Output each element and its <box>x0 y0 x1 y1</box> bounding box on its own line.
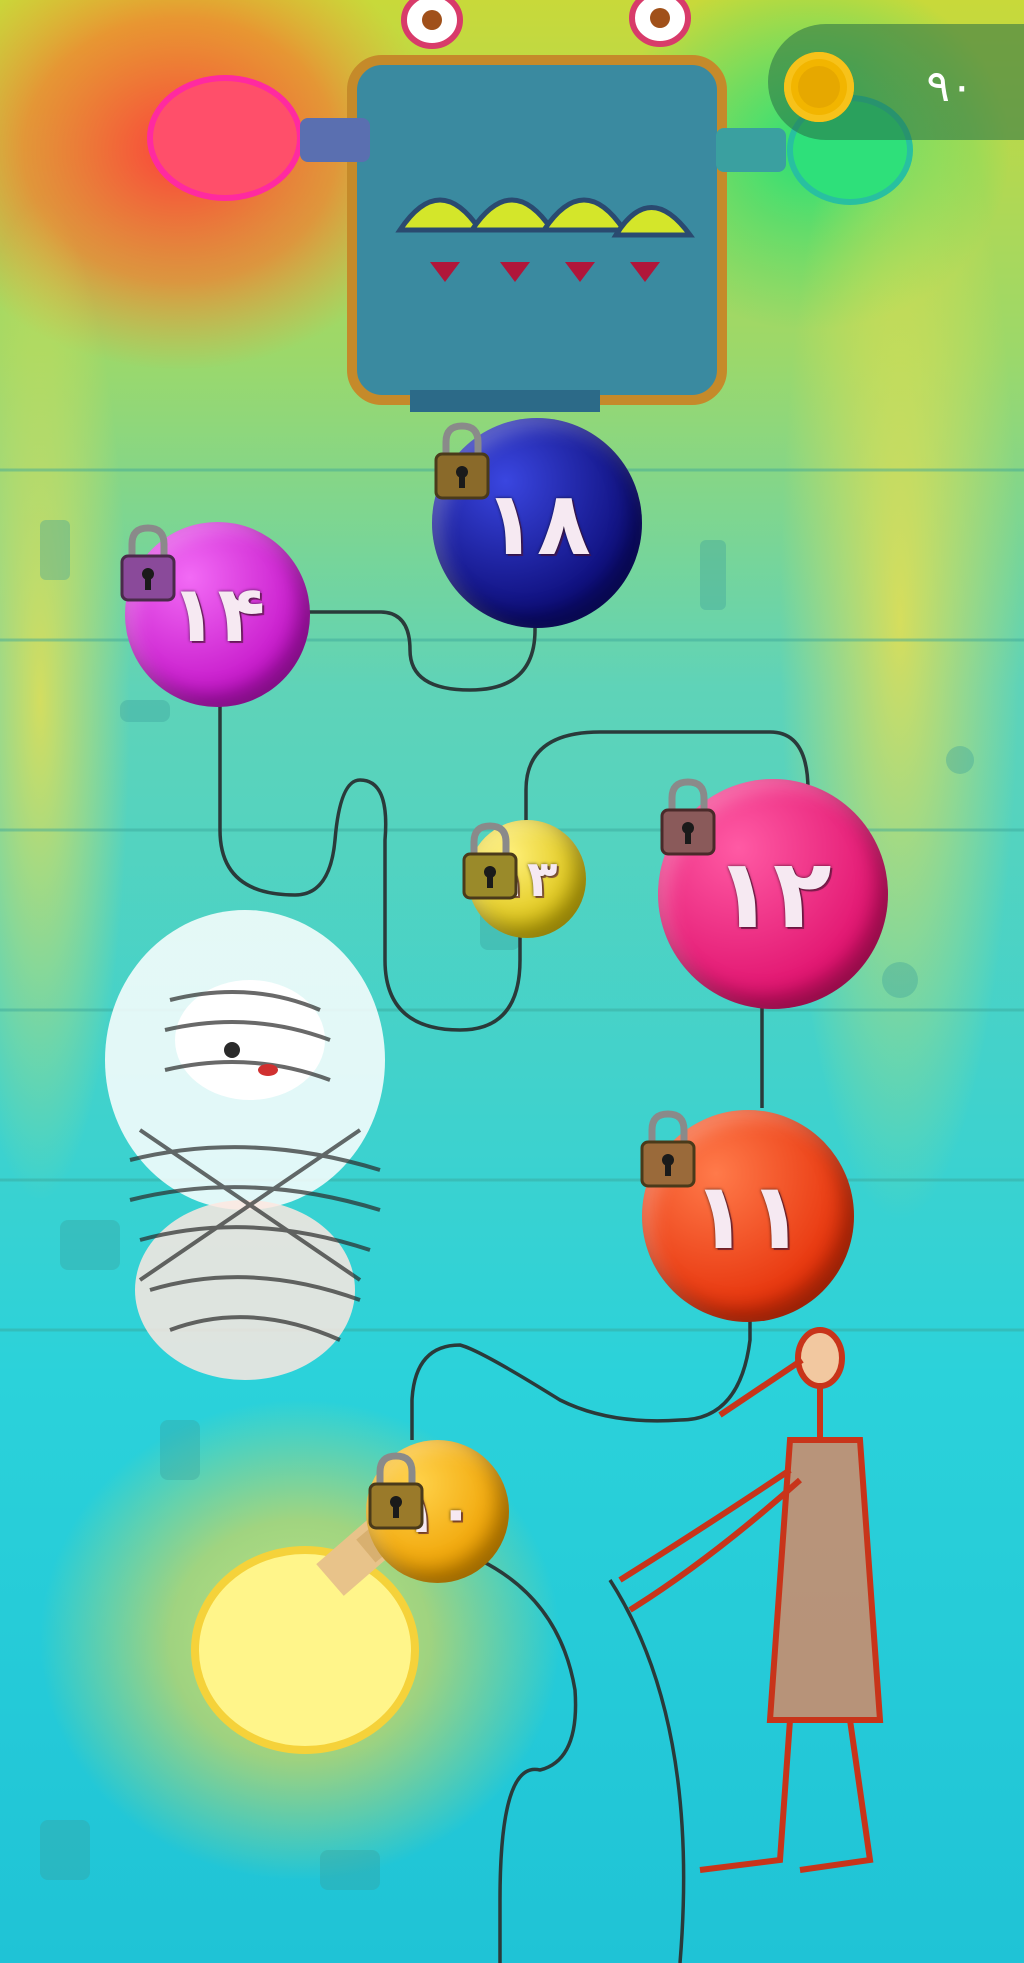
level-node-11[interactable]: ۱۱ <box>642 1110 854 1322</box>
coin-count: ۹۰ <box>926 61 974 112</box>
coin-icon-inner <box>798 66 840 108</box>
level-number: ۱۴ <box>169 569 266 660</box>
padlock-icon <box>434 422 490 500</box>
level-node-14[interactable]: ۱۴ <box>125 522 310 707</box>
level-node-12[interactable]: ۱۲ <box>658 779 888 1009</box>
padlock-icon <box>120 524 176 602</box>
level-path <box>218 610 810 1963</box>
level-number: ۱۸ <box>483 471 591 575</box>
red-bulb <box>147 75 370 201</box>
padlock-icon <box>368 1452 424 1530</box>
coin-icon <box>784 52 854 122</box>
totem-face <box>347 0 727 412</box>
level-number: ۱۱ <box>691 1162 805 1270</box>
padlock-icon <box>462 822 518 900</box>
ibis-figure <box>618 1327 884 1873</box>
level-number: ۱۲ <box>714 838 832 950</box>
padlock-icon <box>660 778 716 856</box>
mummy-figure <box>105 910 385 1380</box>
padlock-icon <box>640 1110 696 1188</box>
